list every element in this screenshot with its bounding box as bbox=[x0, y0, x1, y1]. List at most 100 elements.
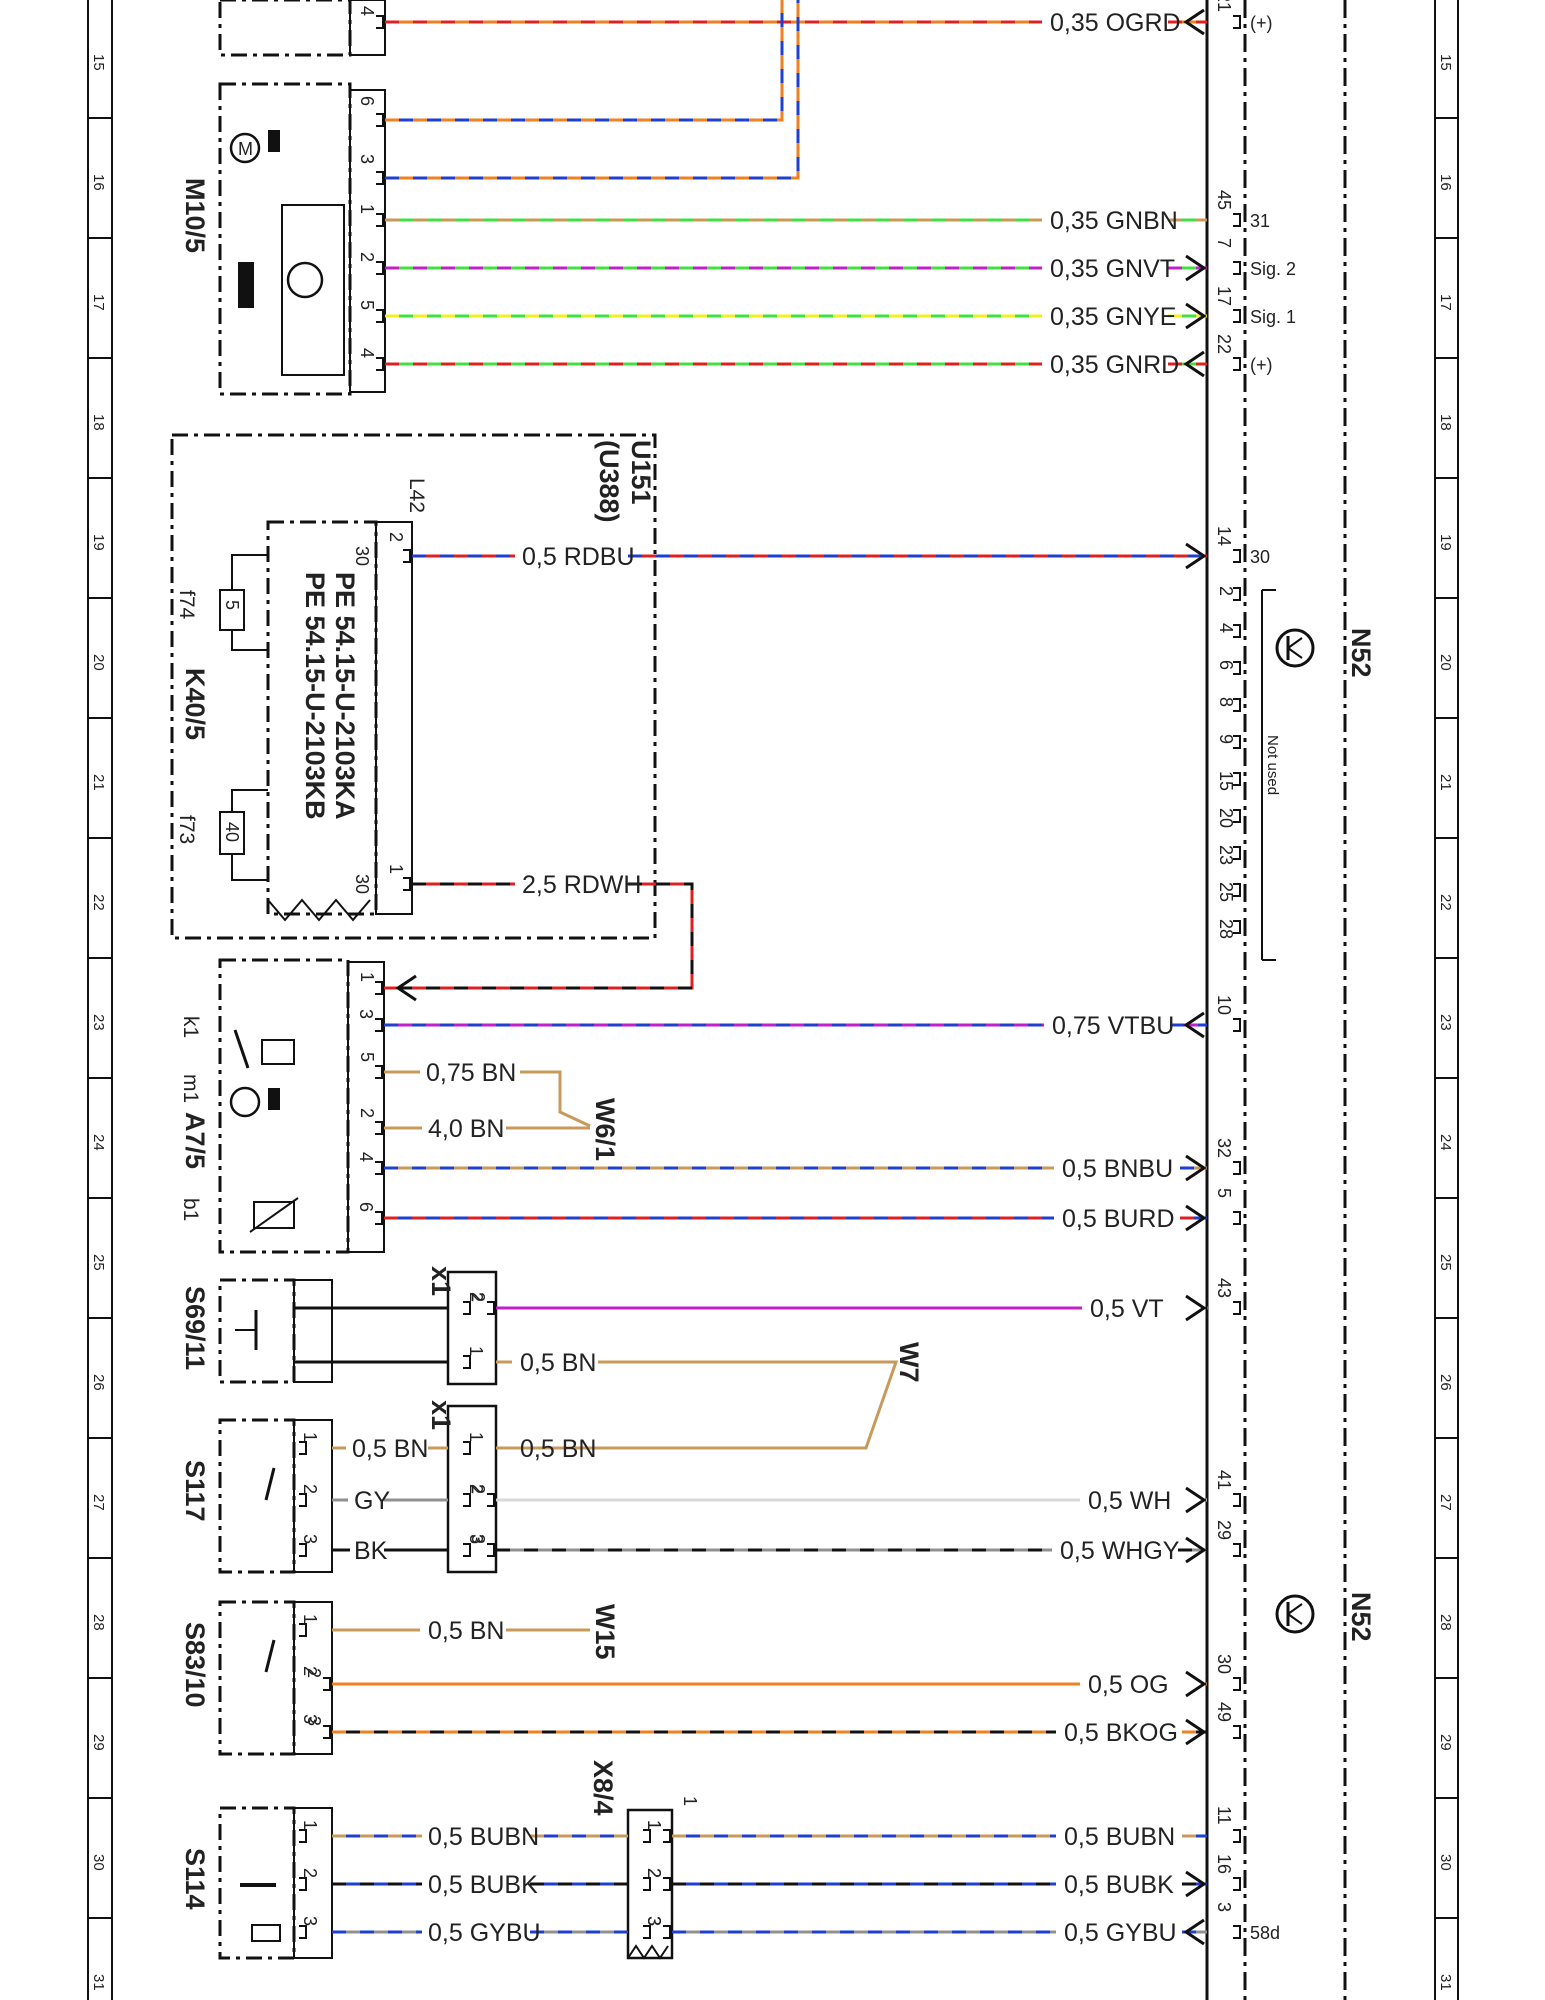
pin-terminal bbox=[1233, 309, 1241, 323]
wire-label: 0,5 GYBU bbox=[428, 1919, 541, 1947]
input-arrow-icon bbox=[1185, 1204, 1207, 1232]
m10-component: M M10/5 bbox=[180, 0, 386, 396]
pin-terminal bbox=[1233, 1725, 1241, 1739]
pin-function: (+) bbox=[1250, 13, 1273, 33]
x1-label-bottom: x1 bbox=[426, 1400, 456, 1430]
pin-number: 4 bbox=[357, 348, 377, 358]
not-used-pin: 6 bbox=[1216, 660, 1236, 670]
ruler-number: 30 bbox=[1437, 1854, 1454, 1871]
a7-component: k1 m1 A7/5 b1 bbox=[179, 958, 385, 1254]
wire-label: 0,5 BN bbox=[428, 1617, 504, 1645]
l42-label: L42 bbox=[405, 478, 428, 513]
pin-number: 1 bbox=[300, 1432, 320, 1442]
ruler-number: 19 bbox=[1437, 534, 1454, 551]
input-arrow-icon bbox=[1185, 1486, 1207, 1514]
not-used-pin: 25 bbox=[1216, 882, 1236, 902]
pin-number: 3 bbox=[1214, 1902, 1234, 1912]
wire-label: 0,5 BUBK bbox=[1064, 1871, 1174, 1899]
pin-number: 3 bbox=[644, 1916, 664, 1926]
pin-terminal bbox=[1233, 661, 1241, 675]
pin-number: 1 bbox=[644, 1820, 664, 1830]
pin-number: 2 bbox=[466, 1292, 486, 1302]
pin-terminal bbox=[663, 1877, 671, 1891]
ruler-number: 25 bbox=[1437, 1254, 1454, 1271]
input-arrow-icon bbox=[1185, 1294, 1207, 1322]
ruler-number: 25 bbox=[90, 1254, 107, 1271]
output-arrow-icon bbox=[1183, 350, 1205, 378]
pin-number: 1 bbox=[644, 1820, 664, 1830]
w7-label: W7 bbox=[894, 1342, 924, 1383]
ruler-number: 28 bbox=[1437, 1614, 1454, 1631]
pin-number: 49 bbox=[1214, 1702, 1234, 1722]
not-used-label: Not used bbox=[1264, 735, 1281, 795]
s114-switch: S114 bbox=[180, 1806, 333, 1960]
not-used-pin: 20 bbox=[1216, 808, 1236, 828]
pin-terminal bbox=[663, 1829, 671, 1843]
fuse-f73-value: 40 bbox=[222, 822, 242, 842]
pin-terminal bbox=[1233, 698, 1241, 712]
motor-icon bbox=[229, 1086, 280, 1118]
wire-label: 2,5 RDWH bbox=[522, 871, 641, 899]
pin-number: 1 bbox=[466, 1432, 486, 1442]
ruler-number: 20 bbox=[90, 654, 107, 671]
ground-transistor-icon bbox=[1275, 628, 1315, 668]
ruler-number: 23 bbox=[1437, 1014, 1454, 1031]
pin-terminal bbox=[1233, 549, 1241, 563]
pin-terminal bbox=[323, 1677, 331, 1691]
pin-terminal bbox=[1233, 1301, 1241, 1315]
s117-switch: S117 bbox=[180, 1418, 333, 1574]
pin-number: 2 bbox=[300, 1868, 320, 1878]
not-used-pin: 9 bbox=[1216, 734, 1236, 744]
input-arrow-icon bbox=[1185, 1670, 1207, 1698]
ruler-number: 15 bbox=[90, 54, 107, 71]
wire-label: 0,75 VTBU bbox=[1052, 1012, 1174, 1040]
wire-label: 0,5 BN bbox=[520, 1435, 596, 1463]
pin-terminal bbox=[403, 877, 411, 891]
pin-number: 10 bbox=[1214, 995, 1234, 1015]
pin-terminal bbox=[643, 1829, 651, 1843]
ruler-number: 31 bbox=[90, 1974, 107, 1991]
wire-rdwh-end bbox=[384, 882, 694, 990]
pin-terminal bbox=[463, 1355, 471, 1369]
pin-terminal bbox=[1233, 846, 1241, 860]
w15-label: W15 bbox=[590, 1604, 620, 1660]
pin-terminal bbox=[1233, 1543, 1241, 1557]
pin-terminal bbox=[375, 1065, 383, 1079]
w61-label: W6/1 bbox=[590, 1098, 620, 1161]
x1-connector-bottom: x1 bbox=[426, 1400, 498, 1574]
pin-number: 2 bbox=[300, 1484, 320, 1494]
ruler-number: 20 bbox=[1437, 654, 1454, 671]
wire-label: 0,5 VT bbox=[1090, 1295, 1164, 1323]
pin-number: 3 bbox=[357, 154, 377, 164]
pin-terminal bbox=[299, 1543, 307, 1557]
pin-terminal bbox=[376, 171, 384, 185]
ruler-number: 24 bbox=[1437, 1134, 1454, 1151]
pin-terminal bbox=[375, 1211, 383, 1225]
wire-label: 0,5 OG bbox=[1088, 1671, 1169, 1699]
wire-w7 bbox=[496, 1360, 899, 1450]
ruler-number: 27 bbox=[1437, 1494, 1454, 1511]
ruler-number: 23 bbox=[90, 1014, 107, 1031]
pin-terminal bbox=[1233, 1161, 1241, 1175]
svg-text:M: M bbox=[238, 139, 253, 159]
input-arrow-icon bbox=[1185, 254, 1207, 282]
ruler-number: 26 bbox=[1437, 1374, 1454, 1391]
pin-number: 30 bbox=[352, 874, 372, 894]
pin-number: 7 bbox=[1214, 238, 1234, 248]
wire-label: 0,5 BUBN bbox=[428, 1823, 539, 1851]
k40-relay-module: K40/5 PE 54.15-U-2103KA PE 54.15-U-2103K… bbox=[175, 520, 413, 922]
pin-terminal bbox=[1233, 1018, 1241, 1032]
pin-number: 3 bbox=[304, 1716, 324, 1726]
pin-number: 3 bbox=[356, 1009, 376, 1019]
wire-label: 4,0 BN bbox=[428, 1115, 504, 1143]
x1-label-top: x1 bbox=[426, 1266, 456, 1296]
pin-number: 2 bbox=[357, 252, 377, 262]
pin-function: 30 bbox=[1250, 547, 1270, 567]
k40-label: K40/5 bbox=[180, 668, 210, 740]
x1-connector-top: x1 bbox=[426, 1266, 498, 1386]
pin-number: 14 bbox=[1214, 526, 1234, 546]
pin-terminal bbox=[323, 1725, 331, 1739]
pin-terminal bbox=[376, 357, 384, 371]
pin-terminal bbox=[643, 1877, 651, 1891]
